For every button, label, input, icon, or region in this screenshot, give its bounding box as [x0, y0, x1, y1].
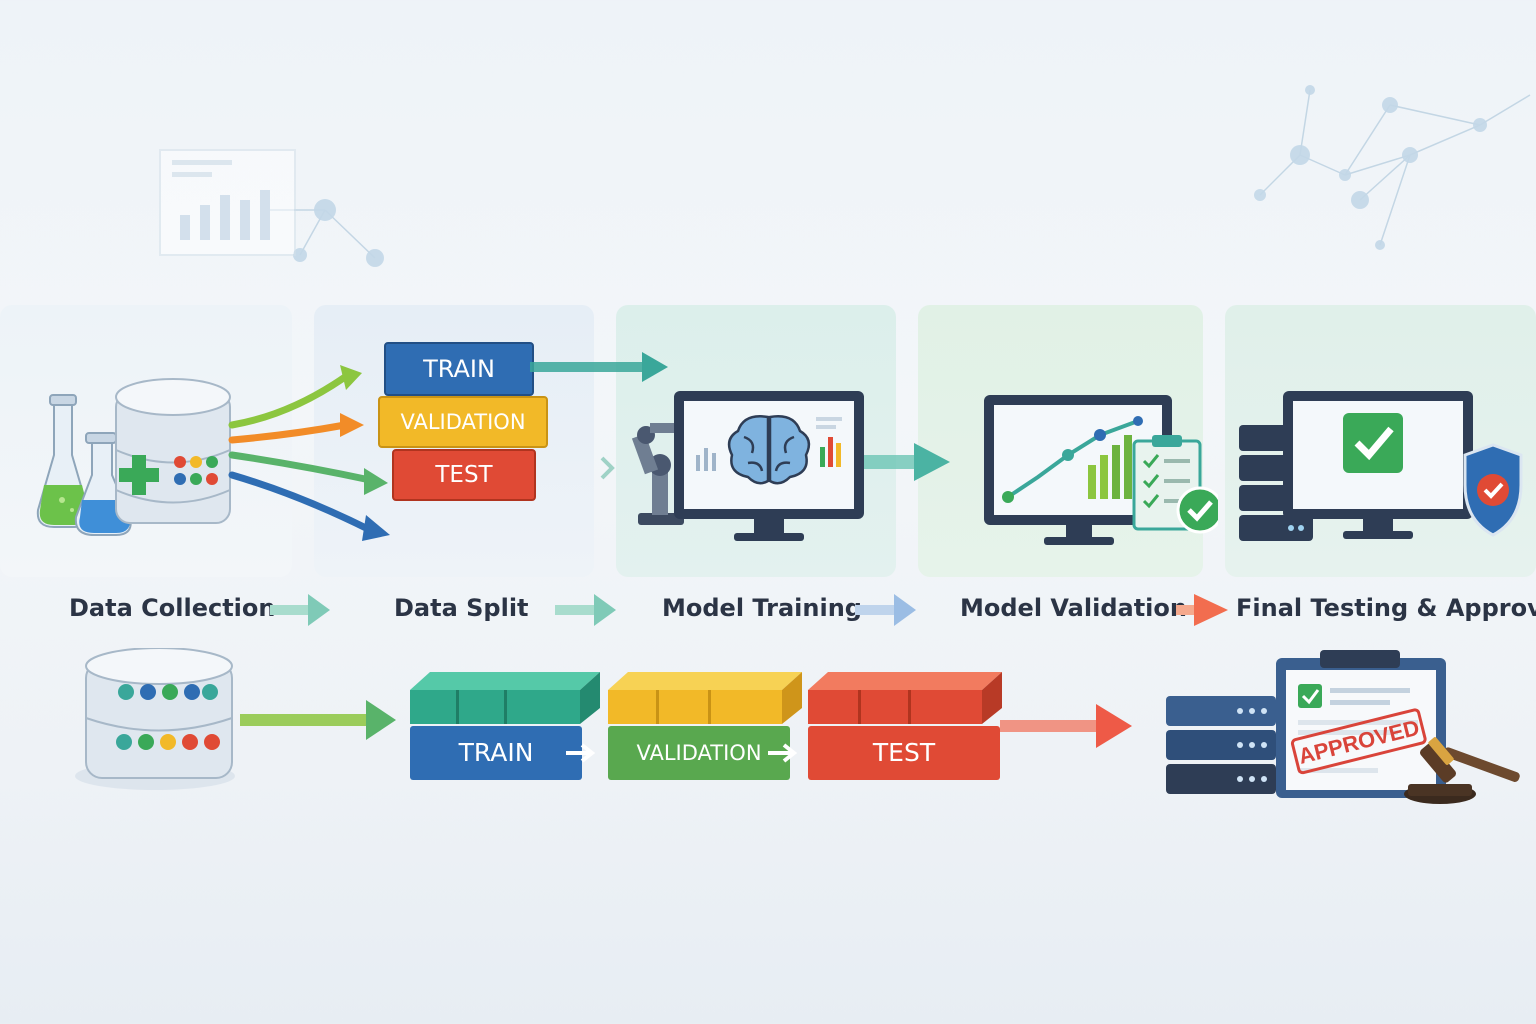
approval-illustration: APPROVED	[1166, 650, 1520, 804]
bottom-validation-block: VALIDATION	[608, 726, 790, 780]
data-collection-illustration	[36, 365, 390, 541]
stage-label-data-split: Data Split	[394, 594, 529, 622]
bottom-test-top-icon	[808, 672, 1002, 724]
network-decoration	[159, 85, 1531, 267]
bottom-database-illustration	[75, 648, 396, 790]
approval-monitor-icon	[1283, 391, 1473, 539]
arrow-icon	[555, 594, 616, 626]
check-circle-icon	[1176, 486, 1218, 534]
bottom-validation-label: VALIDATION	[636, 741, 762, 765]
split-test-label: TEST	[435, 462, 493, 488]
brain-icon	[727, 415, 811, 485]
stage-label-data-collection: Data Collection	[69, 594, 276, 622]
model-validation-illustration	[984, 395, 1218, 545]
stage-label-model-validation: Model Validation	[960, 594, 1187, 622]
server-icon	[1166, 696, 1276, 794]
split-train-block: TRAIN	[384, 342, 534, 396]
split-validation-block: VALIDATION	[378, 396, 548, 448]
arrow-icon	[855, 594, 916, 626]
split-validation-label: VALIDATION	[400, 410, 526, 434]
bottom-train-block: TRAIN	[410, 726, 582, 780]
arrow-icon	[768, 743, 798, 763]
bottom-test-label: TEST	[872, 738, 936, 767]
arrow-icon	[566, 743, 596, 763]
stage-label-final-testing: Final Testing & Approval	[1236, 594, 1536, 622]
bottom-test-to-approval-arrow	[1000, 704, 1132, 748]
bottom-small-arrows	[566, 743, 798, 763]
label-arrows	[270, 594, 1228, 626]
model-training-illustration	[631, 391, 950, 541]
bottom-train-label: TRAIN	[458, 738, 534, 767]
split-train-label: TRAIN	[423, 355, 495, 383]
split-test-block: TEST	[392, 449, 536, 501]
shield-icon	[1463, 443, 1523, 537]
final-testing-illustration	[1239, 391, 1523, 541]
bottom-test-block: TEST	[808, 726, 1000, 780]
bottom-validation-top-icon	[608, 672, 802, 724]
line-chart-monitor-icon	[984, 395, 1172, 545]
arrow-icon	[1176, 594, 1228, 626]
database-icon	[115, 378, 231, 524]
split-to-training-arrow	[530, 352, 668, 480]
robot-arm-icon	[631, 423, 684, 525]
arrow-icon	[270, 594, 330, 626]
monitor-icon	[674, 391, 864, 541]
stage-label-model-training: Model Training	[662, 594, 862, 622]
bottom-train-top-icon	[410, 672, 600, 724]
gavel-icon	[1404, 737, 1520, 804]
